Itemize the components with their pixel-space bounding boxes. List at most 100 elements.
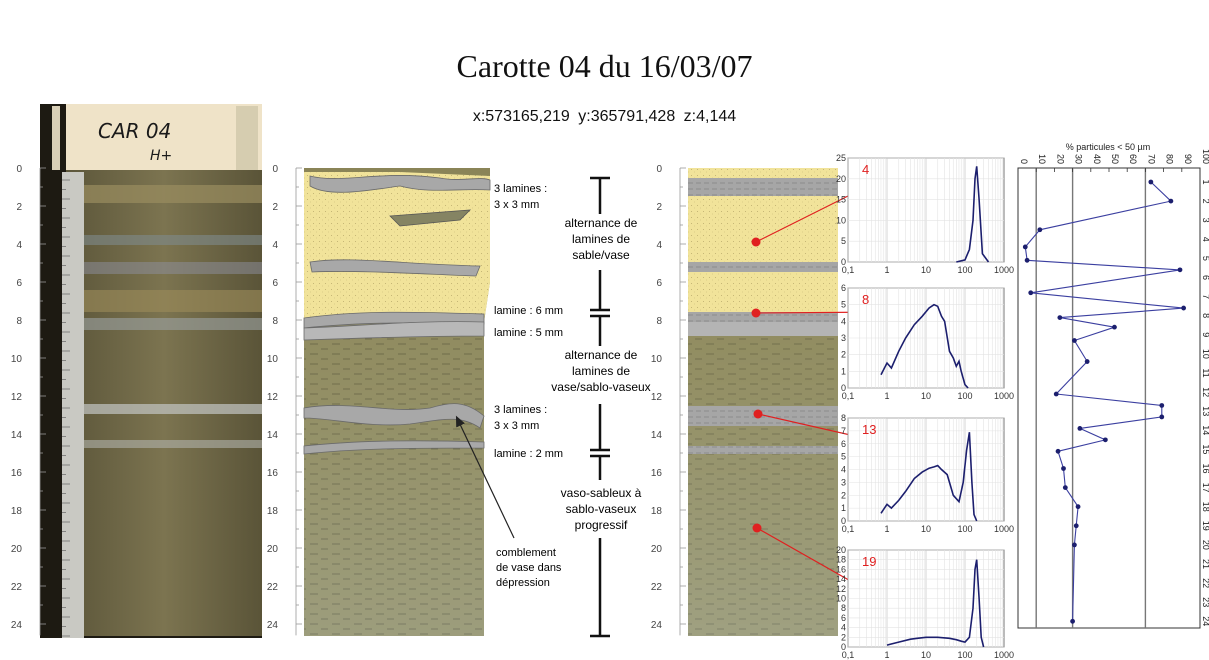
x-tick-label: 1	[884, 650, 889, 660]
profile-x-tick-label: 0	[1019, 159, 1029, 164]
fines-profile-point	[1022, 244, 1028, 250]
sample-log	[688, 168, 838, 636]
x-tick-label: 10	[921, 650, 931, 660]
depth-tick-label: 4	[272, 240, 278, 251]
x-tick-label: 1000	[994, 391, 1014, 401]
x-tick-label: 10	[921, 524, 931, 534]
y-tick-label: 4	[841, 465, 846, 475]
profile-y-tick-label: 1	[1201, 179, 1209, 184]
fines-profile-point	[1075, 504, 1081, 510]
x-tick-label: 0,1	[842, 524, 855, 534]
profile-y-tick-label: 9	[1201, 332, 1209, 337]
comblement-arrow	[455, 415, 515, 539]
profile-y-tick-label: 21	[1201, 559, 1209, 569]
unit-2-line-3: vase/sablo-vaseux	[551, 380, 650, 394]
depth-tick-label: 22	[11, 582, 23, 593]
profile-y-tick-label: 19	[1201, 521, 1209, 531]
y-tick-label: 15	[836, 195, 846, 205]
x-tick-label: 10	[921, 265, 931, 275]
core-photo: CAR 04 H+	[40, 104, 262, 638]
y-tick-label: 6	[841, 613, 846, 623]
depth-tick-label: 0	[16, 164, 22, 175]
profile-y-tick-label: 17	[1201, 483, 1209, 493]
depth-tick-label: 16	[267, 468, 279, 479]
desc-lamines-1a: 3 lamines :	[494, 183, 547, 195]
unit-bracket	[590, 176, 610, 638]
profile-frame	[1017, 167, 1201, 629]
depth-tick-label: 14	[651, 430, 663, 441]
desc-lamines-2a: 3 lamines :	[494, 404, 547, 416]
depth-tick-label: 14	[11, 430, 23, 441]
depth-tick-label: 2	[272, 202, 278, 213]
fines-profile-point	[1024, 257, 1030, 263]
profile-x-tick-label: 30	[1074, 154, 1084, 164]
profile-y-tick-label: 6	[1201, 275, 1209, 280]
depth-tick-label: 10	[11, 354, 23, 365]
profile-axis-title: % particules < 50 µm	[1066, 142, 1150, 152]
profile-x-tick-label: 40	[1092, 154, 1102, 164]
profile-x-tick-label: 80	[1165, 154, 1175, 164]
x-tick-label: 1	[884, 524, 889, 534]
fines-profile-point	[1070, 618, 1075, 624]
unit-3-line-2: sablo-vaseux	[566, 502, 637, 516]
depth-tick-label: 22	[651, 582, 663, 593]
sample-number: 8	[862, 292, 869, 307]
y-tick-label: 8	[841, 413, 846, 423]
grain-size-curve	[886, 559, 985, 648]
depth-tick-label: 8	[656, 316, 662, 327]
profile-y-tick-label: 24	[1201, 616, 1209, 626]
y-tick-label: 25	[836, 153, 846, 163]
unit-2-line-1: alternance de	[565, 348, 638, 362]
fines-profile-point	[1055, 448, 1061, 454]
depth-tick-label: 6	[16, 278, 22, 289]
profile-y-tick-label: 2	[1201, 199, 1209, 204]
fines-profile-point	[1037, 227, 1043, 233]
fines-profile-point	[1077, 425, 1083, 431]
profile-x-tick-label: 90	[1183, 154, 1193, 164]
x-tick-label: 1000	[994, 265, 1014, 275]
depth-tick-label: 2	[16, 202, 22, 213]
y-tick-label: 18	[836, 555, 846, 565]
depth-tick-label: 8	[272, 316, 278, 327]
depth-tick-label: 14	[267, 430, 279, 441]
profile-y-tick-label: 4	[1201, 237, 1209, 242]
profile-y-tick-label: 12	[1201, 387, 1209, 397]
depth-tick-label: 20	[11, 544, 23, 555]
y-tick-label: 20	[836, 174, 846, 184]
profile-y-tick-label: 14	[1201, 425, 1209, 435]
grain-size-curve	[880, 303, 969, 389]
fines-profile-point	[1159, 403, 1165, 408]
fines-profile-point	[1072, 542, 1077, 548]
x-tick-label: 100	[957, 524, 972, 534]
x-tick-label: 0,1	[842, 265, 855, 275]
y-tick-label: 4	[841, 623, 846, 633]
unit-labels: alternance de lamines de sable/vase alte…	[551, 216, 650, 532]
y-tick-label: 0	[841, 257, 846, 267]
depth-tick-label: 24	[651, 620, 663, 631]
y-tick-label: 0	[841, 642, 846, 652]
x-tick-label: 1000	[994, 524, 1014, 534]
depth-tick-label: 4	[656, 240, 662, 251]
x-tick-label: 1	[884, 265, 889, 275]
x-tick-label: 1	[884, 391, 889, 401]
photo-sublabel: H+	[150, 148, 172, 164]
y-tick-label: 7	[841, 426, 846, 436]
fines-profile-point	[1102, 437, 1108, 443]
profile-x-tick-label: 20	[1055, 154, 1065, 164]
depth-tick-label: 12	[11, 392, 23, 403]
fines-profile-point	[1061, 466, 1066, 471]
y-tick-label: 10	[836, 594, 846, 604]
sample-dot	[751, 308, 761, 318]
unit-2-line-2: lamines de	[572, 364, 630, 378]
profile-y-tick-label: 18	[1201, 502, 1209, 512]
fines-profile-point	[1028, 290, 1034, 296]
desc-lamine-6: lamine : 6 mm	[494, 305, 563, 317]
y-tick-label: 3	[841, 333, 846, 343]
sample-dot	[752, 523, 762, 533]
unit-3-line-3: progressif	[575, 518, 628, 532]
